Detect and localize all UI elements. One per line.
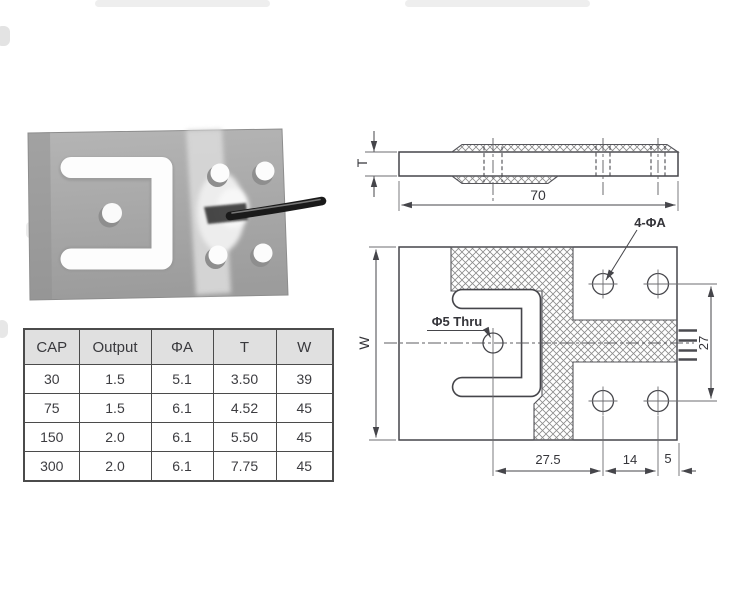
center-hole (98, 203, 122, 228)
hole-center-lines (492, 138, 659, 201)
column-header: CAP (23, 328, 80, 365)
plan-view: Φ5 Thru (356, 215, 717, 476)
dim-14-label: 14 (623, 452, 637, 467)
center-hole-symbol: Φ5 Thru (427, 314, 504, 476)
table-row: 150 2.0 6.1 5.50 45 (23, 422, 334, 452)
u-slot (60, 157, 173, 270)
mount-hole-symbols (588, 269, 673, 416)
table-cell: 39 (275, 364, 334, 394)
column-header: W (275, 328, 334, 365)
table-cell: 1.5 (78, 364, 152, 394)
holes-note: 4-ΦA (605, 215, 666, 281)
hatch-strip-bottom (450, 175, 560, 185)
dimension-T: T (354, 131, 397, 197)
table-cell: 5.50 (212, 422, 277, 452)
center-hole-label: Φ5 Thru (432, 314, 482, 329)
mount-holes (205, 161, 275, 269)
table-cell: 6.1 (150, 393, 214, 423)
artifact-smudge (0, 26, 10, 46)
table-cell: 6.1 (150, 422, 214, 452)
mount-hole-symbol (588, 269, 618, 299)
dim-5-label: 5 (664, 451, 671, 466)
table-cell: 45 (275, 451, 334, 482)
holes-note-label: 4-ΦA (634, 215, 666, 230)
cable (204, 196, 327, 224)
table-cell: 5.1 (150, 364, 214, 394)
table-cell: 7.75 (212, 451, 277, 482)
table-cell: 30 (23, 364, 80, 394)
hatch-strip-top (450, 143, 680, 153)
wire-leads (678, 329, 697, 361)
spec-table: CAP Output ΦA T W 30 1.5 5.1 3.50 39 75 … (23, 328, 334, 482)
artifact-smudge (405, 0, 590, 7)
dimension-27: 27 (672, 283, 717, 402)
table-cell: 4.52 (212, 393, 277, 423)
plate-edge-shade (28, 132, 52, 300)
artifact-smudge (0, 320, 8, 338)
column-header: T (212, 328, 277, 365)
artifact-smudge (95, 0, 270, 7)
column-header: ΦA (150, 328, 214, 365)
table-row: 300 2.0 6.1 7.75 45 (23, 451, 334, 482)
mount-hole (250, 243, 273, 267)
table-cell: 3.50 (212, 364, 277, 394)
table-cell: 75 (23, 393, 80, 423)
table-cell: 6.1 (150, 451, 214, 482)
mount-hole (205, 245, 228, 269)
hidden-hole-lines (483, 146, 666, 182)
dim-70-label: 70 (530, 187, 546, 203)
table-row: 75 1.5 6.1 4.52 45 (23, 393, 334, 423)
table-cell: 1.5 (78, 393, 152, 423)
column-header: Output (78, 328, 152, 365)
mount-hole-symbol (643, 269, 673, 299)
mount-hole (252, 161, 275, 185)
dim-27-label: 27 (696, 336, 711, 350)
table-cell: 2.0 (78, 451, 152, 482)
c-slot-symbol (451, 288, 542, 398)
dimension-70: 70 (398, 181, 679, 211)
table-cell: 2.0 (78, 422, 152, 452)
table-cell: 45 (275, 422, 334, 452)
dimension-W: W (356, 246, 396, 441)
table-cell: 45 (275, 393, 334, 423)
mount-hole (207, 163, 230, 187)
table-cell: 150 (23, 422, 80, 452)
dimension-bottom-row: 27.5 14 5 (495, 416, 696, 476)
mount-hole-symbol (588, 386, 618, 416)
dim-T-label: T (354, 158, 370, 167)
table-row: 30 1.5 5.1 3.50 39 (23, 364, 334, 394)
dim-W-label: W (356, 336, 372, 350)
side-view: T 70 (354, 131, 680, 211)
dim-27-5-label: 27.5 (535, 452, 560, 467)
table-header-row: CAP Output ΦA T W (23, 328, 334, 365)
mount-hole-symbol (643, 386, 673, 416)
table-cell: 300 (23, 451, 80, 482)
product-photo (27, 128, 327, 301)
hatch-region (450, 246, 678, 441)
